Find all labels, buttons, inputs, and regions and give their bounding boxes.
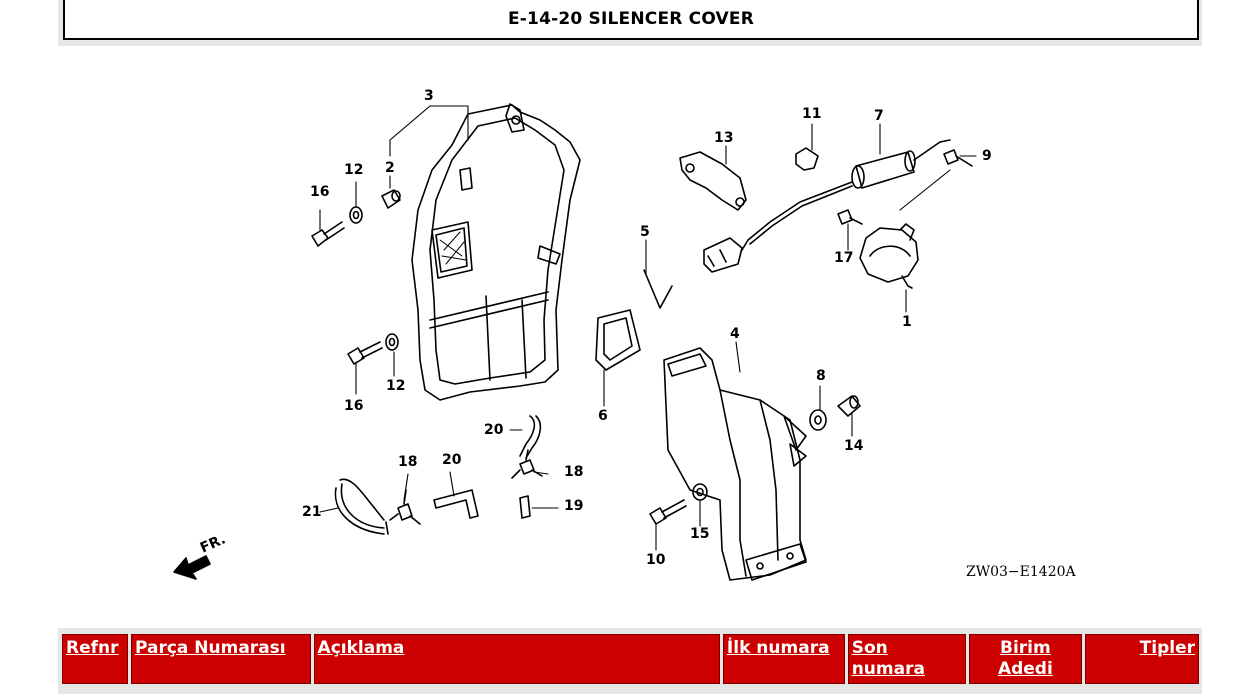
- hose-part: [519, 415, 542, 459]
- col-unit-qty[interactable]: Birim Adedi: [968, 634, 1083, 684]
- callout-label: 20: [442, 452, 462, 468]
- joint-part: [511, 449, 543, 479]
- bracket-part: [679, 151, 747, 211]
- front-label: FR.: [197, 531, 229, 557]
- clamp-part: [859, 223, 919, 289]
- wire-part: [643, 269, 673, 309]
- hose-part: [334, 478, 389, 535]
- clip-part: [795, 147, 819, 171]
- washer-part: [385, 333, 399, 351]
- callout-label: 19: [564, 498, 584, 514]
- callout-label: 4: [730, 326, 740, 342]
- washer-part: [349, 206, 363, 224]
- parts-table: Refnr Parça Numarası Açıklama İlk numara…: [59, 634, 1202, 684]
- parts-diagram: 1 2 3 4 5 6 7 8 9 10 11 12 12 13 14 15 1…: [0, 60, 1260, 620]
- page-title: E-14-20 SILENCER COVER: [63, 0, 1199, 40]
- col-last-number[interactable]: Son numara: [847, 634, 966, 684]
- callout-label: 20: [484, 422, 504, 438]
- col-types[interactable]: Tipler: [1085, 634, 1199, 684]
- silencer-cover-part: [411, 103, 581, 401]
- title-bar: E-14-20 SILENCER COVER: [58, 0, 1202, 46]
- callout-label: 18: [564, 464, 584, 480]
- bolt-part: [837, 395, 861, 417]
- condenser-part: [703, 139, 951, 273]
- duct-part: [663, 347, 807, 581]
- bolt-part: [311, 221, 345, 247]
- callout-label: 12: [344, 162, 364, 178]
- callout-label: 1: [902, 314, 912, 330]
- gasket-part: [595, 309, 641, 371]
- diagram-code: ZW03−E1420A: [966, 564, 1076, 580]
- callout-label: 13: [714, 130, 734, 146]
- callout-label: 8: [816, 368, 826, 384]
- joint-part: [519, 495, 531, 519]
- col-first-number[interactable]: İlk numara: [722, 634, 845, 684]
- parts-table-wrapper: Refnr Parça Numarası Açıklama İlk numara…: [58, 628, 1202, 694]
- callout-label: 5: [640, 224, 650, 240]
- callout-label: 11: [802, 106, 822, 122]
- front-arrow-icon: [173, 555, 211, 580]
- callout-label: 14: [844, 438, 864, 454]
- spacer-part: [381, 189, 401, 209]
- callout-label: 16: [310, 184, 330, 200]
- col-part-number[interactable]: Parça Numarası: [130, 634, 311, 684]
- callout-label: 17: [834, 250, 854, 266]
- callout-label: 12: [386, 378, 406, 394]
- col-refnr[interactable]: Refnr: [62, 634, 128, 684]
- grommet-part: [809, 409, 827, 431]
- callout-label: 16: [344, 398, 364, 414]
- screw-part: [943, 149, 973, 167]
- bolt-part: [649, 499, 687, 525]
- callout-label: 18: [398, 454, 418, 470]
- hose-part: [433, 489, 479, 519]
- callout-label: 21: [302, 504, 322, 520]
- callout-label: 6: [598, 408, 608, 424]
- bolt-part: [347, 341, 383, 365]
- table-header-row: Refnr Parça Numarası Açıklama İlk numara…: [62, 634, 1199, 684]
- screw-part: [837, 209, 863, 225]
- callout-label: 3: [424, 88, 434, 104]
- col-description[interactable]: Açıklama: [313, 634, 720, 684]
- callout-label: 9: [982, 148, 992, 164]
- callout-label: 10: [646, 552, 666, 568]
- callout-label: 7: [874, 108, 884, 124]
- callout-label: 2: [385, 160, 395, 176]
- callout-label: 15: [690, 526, 710, 542]
